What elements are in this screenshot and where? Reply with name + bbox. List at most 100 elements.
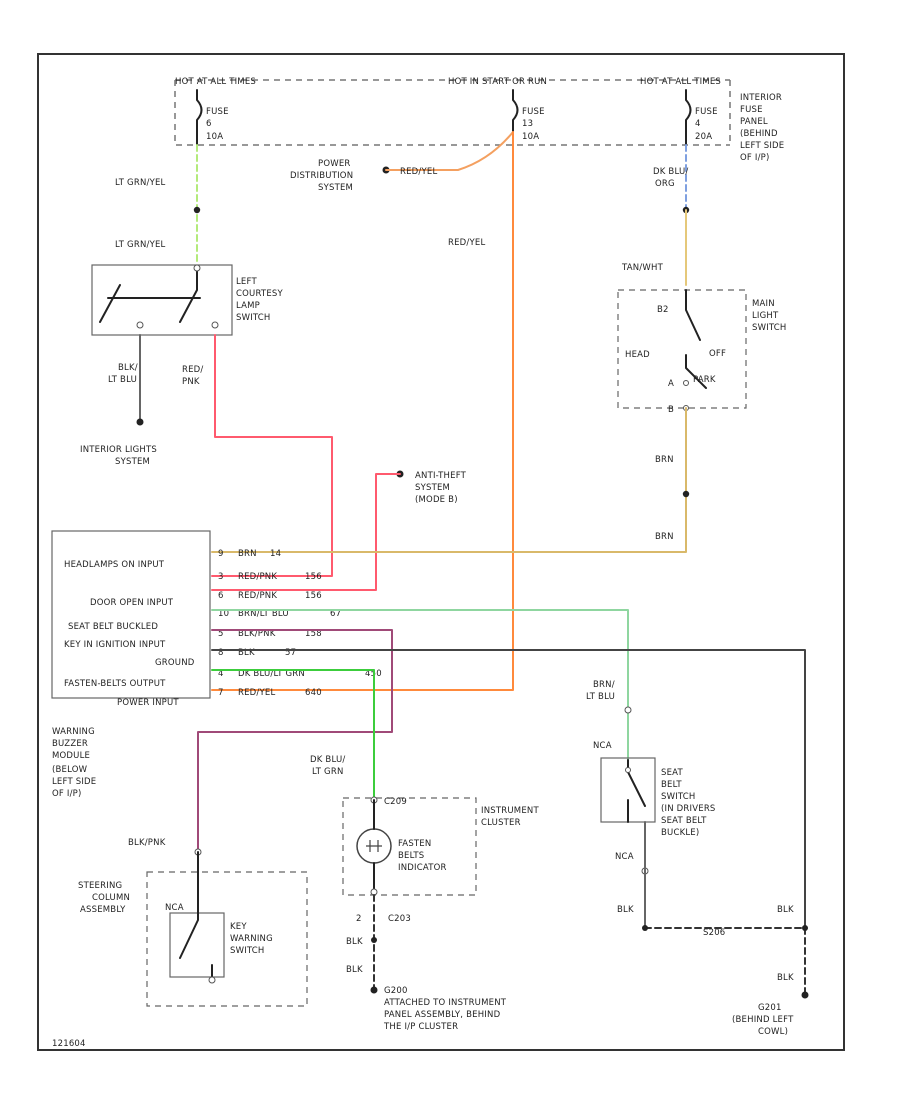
light-switch-head: HEAD (625, 350, 650, 360)
courtesy-pin-red (211, 321, 219, 329)
cluster-connector-label: C209 (384, 797, 407, 807)
g201-ground-dot (801, 991, 809, 999)
steering-column-label-2: ASSEMBLY (80, 905, 126, 915)
fuse-panel-label-3: (BEHIND (740, 129, 778, 139)
instrument-cluster (342, 797, 477, 896)
wire-label-brn-1: BRN (655, 455, 674, 465)
key-switch-nca: NCA (165, 903, 184, 913)
wire-label-blk-right-lower: BLK (777, 973, 794, 983)
wire-label-blk-right: BLK (777, 905, 794, 915)
wire-label-blk-seat: BLK (617, 905, 634, 915)
module-wire-2-pin: 6 (218, 591, 224, 601)
module-wire-4-color: BLK/PNK (238, 629, 276, 639)
s206-label: S206 (703, 928, 725, 938)
s206-dot-left (642, 925, 648, 931)
light-switch-a: A (668, 379, 674, 389)
module-wire-5-pin: 8 (218, 648, 224, 658)
module-input-2: SEAT BELT BUCKLED (68, 622, 158, 632)
g200-label-1: ATTACHED TO INSTRUMENT (384, 998, 507, 1008)
fuse-panel-label-1: FUSE (740, 105, 763, 115)
fuse-13-label-3: 10A (522, 132, 539, 142)
cluster-label-0: INSTRUMENT (481, 806, 539, 816)
light-switch-b2: B2 (657, 305, 669, 315)
wire-label-dk-blu-lt-grn-1: DK BLU/ (310, 755, 345, 765)
anti-theft-label-1: SYSTEM (415, 483, 450, 493)
power-label-right: HOT AT ALL TIMES (640, 77, 721, 87)
key-warning-switch-label-1: WARNING (230, 934, 273, 944)
steering-column-assembly (146, 871, 308, 1007)
wire-label-brn-lt-blu-1: BRN/ (593, 680, 615, 690)
power-label-run: HOT IN START OR RUN (448, 77, 547, 87)
fuse-13: FUSE 13 10A (512, 89, 544, 142)
module-input-5: FASTEN-BELTS OUTPUT (64, 679, 166, 689)
module-wire-4-pin: 5 (218, 629, 224, 639)
wire-red-pnk-anti-theft (211, 473, 401, 591)
module-wire-6-pin: 4 (218, 669, 224, 679)
module-wire-3-color: BRN/LT BLU (238, 609, 289, 619)
indicator-label-2: INDICATOR (398, 863, 447, 873)
c203-pin-number: 2 (356, 914, 362, 924)
interior-lights-label-0: INTERIOR LIGHTS (80, 445, 157, 455)
module-wire-7-circuit: 640 (305, 688, 322, 698)
key-switch-contact (179, 851, 213, 979)
fuse-panel-label-0: INTERIOR (740, 93, 782, 103)
wire-label-brn-lt-blu-2: LT BLU (586, 692, 615, 702)
g200-label-0: G200 (384, 986, 408, 996)
g201-label-2: COWL) (758, 1027, 788, 1037)
g200-label-3: THE I/P CLUSTER (383, 1022, 458, 1032)
module-input-0: HEADLAMPS ON INPUT (64, 560, 165, 570)
module-wire-1-pin: 3 (218, 572, 224, 582)
wire-label-red-pnk-2: PNK (182, 377, 200, 387)
module-wire-0-color: BRN (238, 549, 257, 559)
light-switch-label-1: LIGHT (752, 311, 779, 321)
wire-blk-s206 (644, 927, 806, 996)
light-switch-label-0: MAIN (752, 299, 775, 309)
diagram-frame (37, 53, 845, 1051)
courtesy-switch-label-1: COURTESY (236, 289, 283, 299)
courtesy-pin-top (193, 264, 201, 272)
pds-label-0: POWER (318, 159, 351, 169)
module-wire-5-circuit: 57 (285, 648, 296, 658)
key-warning-switch-label-0: KEY (230, 922, 247, 932)
module-wire-2-color: RED/PNK (238, 591, 277, 601)
module-input-6: POWER INPUT (117, 698, 179, 708)
footer-code: 121604 (52, 1039, 86, 1049)
module-wire-0-pin: 9 (218, 549, 224, 559)
wire-label-dk-blu-org-2: ORG (655, 179, 675, 189)
module-wire-1-color: RED/PNK (238, 572, 277, 582)
wire-label-red-pnk-1: RED/ (182, 365, 204, 375)
g200-ground-dot (370, 986, 378, 994)
module-wire-6-color: DK BLU/LT GRN (238, 669, 305, 679)
fuse-panel-label-4: LEFT SIDE (740, 141, 784, 151)
courtesy-switch-label-3: SWITCH (236, 313, 271, 323)
fuse-panel-label-5: OF I/P) (740, 153, 770, 163)
courtesy-switch-contacts (99, 267, 201, 323)
indicator-label-0: FASTEN (398, 839, 431, 849)
pds-label-1: DISTRIBUTION (290, 171, 353, 181)
fuse-6-label-2: 6 (206, 119, 212, 129)
power-label-left: HOT AT ALL TIMES (175, 77, 256, 87)
g200-label-2: PANEL ASSEMBLY, BEHIND (384, 1010, 501, 1020)
brn-splice-dot (682, 490, 690, 498)
steering-column-label-1: COLUMN (92, 893, 130, 903)
wire-label-blk-g1: BLK (346, 937, 363, 947)
fuse-6-label-1: FUSE (206, 107, 229, 117)
splice-dot-left (193, 206, 201, 214)
seat-belt-switch-label-3: (IN DRIVERS (661, 804, 716, 814)
g201-label-0: G201 (758, 1003, 782, 1013)
module-wire-1-circuit: 156 (305, 572, 322, 582)
module-wire-7-pin: 7 (218, 688, 224, 698)
interior-lights-dot (136, 418, 144, 426)
light-switch-b: B (668, 405, 674, 415)
g201-label-1: (BEHIND LEFT (732, 1015, 794, 1025)
s206-dot-right (802, 925, 808, 931)
wire-brn (211, 407, 687, 553)
key-warning-switch-label-2: SWITCH (230, 946, 265, 956)
wire-red-yel-pds (385, 131, 514, 171)
seat-belt-pin-top (624, 706, 632, 714)
wire-blk-ground (211, 649, 806, 931)
wire-label-blk-lt-blu-1: BLK/ (118, 363, 138, 373)
warning-module-label-1: BUZZER (52, 739, 88, 749)
anti-theft-label-2: (MODE B) (415, 495, 458, 505)
